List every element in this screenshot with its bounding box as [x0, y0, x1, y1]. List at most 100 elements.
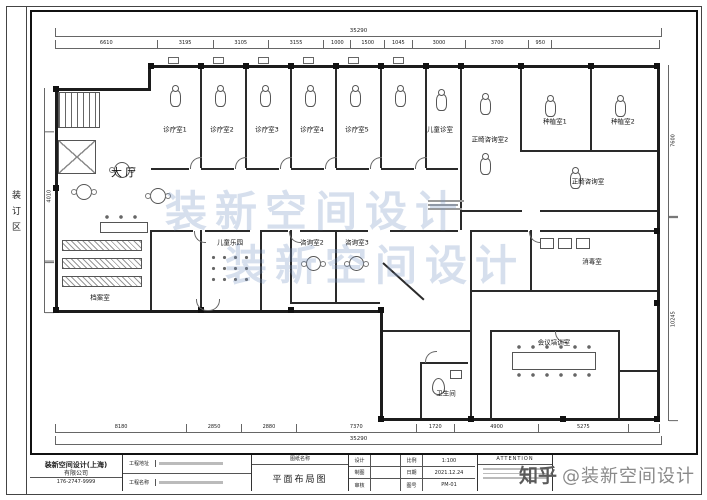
design-value	[371, 455, 401, 467]
dental-chair	[480, 153, 491, 175]
kids-play-area	[208, 252, 252, 286]
door-arc	[425, 351, 437, 363]
binding-area-label: 装订区	[10, 190, 20, 238]
left-dimension-chain: 4010	[44, 88, 54, 313]
window-tag	[348, 57, 359, 64]
drawing-name: 平面布局图	[272, 474, 328, 485]
top-dimension-chain: 6610 3195 3105 3155 1000 1500 1045 3000 …	[55, 40, 661, 49]
right-dimension-chain: 7600 10245	[668, 65, 678, 421]
annotation-note	[428, 204, 458, 206]
draft-label: 制图	[349, 467, 371, 479]
dental-chair	[436, 89, 447, 111]
bottom-total-dimension: 35290	[55, 436, 662, 445]
sterilizer-equipment	[576, 238, 590, 249]
design-label: 设计	[349, 455, 371, 467]
dim-segment	[45, 261, 54, 313]
dim-segment: 1500	[350, 40, 385, 49]
dim-segment: 2880	[240, 424, 296, 433]
binding-divider	[26, 6, 27, 495]
dim-segment: 1045	[384, 40, 412, 49]
scale-label: 比例	[401, 455, 423, 467]
attention-label: ATTENTION	[478, 455, 552, 465]
annotation-note	[428, 200, 464, 202]
door-arc	[280, 157, 292, 169]
drawing-name-cell: 图纸名称 平面布局图	[252, 455, 349, 491]
door-arc	[370, 157, 382, 169]
sterilizer-equipment	[540, 238, 554, 249]
round-table	[145, 188, 171, 204]
reception-desk	[100, 222, 148, 233]
conference-chairs	[512, 372, 594, 378]
room-label: 诊疗室2	[210, 125, 234, 134]
dental-chair	[615, 95, 626, 117]
door-arc	[415, 157, 427, 169]
dim-segment	[627, 424, 660, 433]
date-value: 2021.12.24	[423, 467, 475, 479]
top-total-dimension: 35290	[55, 28, 662, 37]
room-label: 咨询室3	[345, 238, 369, 247]
dental-chair	[545, 95, 556, 117]
dental-chair	[350, 85, 361, 107]
titleblock-spare-cell	[553, 455, 698, 491]
dim-segment: 4900	[454, 424, 539, 433]
dim-segment: 5275	[538, 424, 628, 433]
dim-segment: 8180	[55, 424, 187, 433]
check-value	[371, 479, 401, 491]
room-label: 咨询室2	[300, 238, 324, 247]
archive-shelf	[62, 276, 142, 287]
room-label: 消毒室	[582, 257, 602, 266]
dental-chair	[395, 85, 406, 107]
dim-segment: 4010	[45, 132, 54, 262]
room-label: 档案室	[90, 293, 110, 302]
annotation-note	[428, 208, 462, 210]
dim-segment: 3700	[465, 40, 529, 49]
room-label: 儿童诊室	[427, 125, 453, 134]
attention-cell: ATTENTION	[478, 455, 553, 491]
sheet-number: PM-01	[441, 482, 457, 488]
address-value-redacted	[159, 462, 224, 466]
room-label: 种植室1	[543, 117, 567, 126]
sink	[450, 370, 462, 379]
room-label: 诊疗室5	[345, 125, 369, 134]
title-block: 装新空间设计(上海) 有限公司 176-2747-9999 工程地址 工程名称 …	[30, 453, 698, 491]
revision-grid-cell: 设计 比例 1:100 制图 日期 2021.12.24 审核 图号 PM-01	[349, 455, 478, 491]
room-label: 诊疗室4	[300, 125, 324, 134]
drawing-name-label: 图纸名称	[252, 455, 348, 465]
dental-chair	[480, 93, 491, 115]
dental-chair	[215, 85, 226, 107]
conference-chairs	[512, 344, 594, 350]
door-arc	[235, 157, 247, 169]
reception-chairs	[100, 214, 146, 220]
dim-segment: 7370	[295, 424, 416, 433]
window-tag	[168, 57, 179, 64]
dim-segment: 950	[528, 40, 552, 49]
round-table	[71, 184, 97, 200]
dim-segment: 1720	[415, 424, 455, 433]
room-label: 正畸咨询室2	[471, 135, 509, 144]
toilet	[432, 378, 445, 395]
round-table	[344, 256, 369, 271]
door-arc	[325, 157, 337, 169]
window-tag	[303, 57, 314, 64]
company-name: 装新空间设计(上海)	[44, 460, 108, 469]
dim-segment: 7600	[669, 65, 678, 217]
room-label: 卫生间	[436, 389, 456, 398]
bottom-dimension-chain: 8180 2850 2880 7370 1720 4900 5275	[55, 424, 660, 433]
window-tag	[213, 57, 224, 64]
project-info-cell: 工程地址 工程名称	[123, 455, 252, 491]
dim-segment	[45, 88, 54, 133]
dental-chair	[260, 85, 271, 107]
address-label: 工程地址	[123, 460, 156, 468]
round-table	[301, 256, 326, 271]
sterilizer-equipment	[558, 238, 572, 249]
draft-value	[371, 467, 401, 479]
room-label: 种植室2	[611, 117, 635, 126]
door-arc	[190, 157, 202, 169]
dim-segment: 3155	[267, 40, 324, 49]
dim-segment: 1000	[323, 40, 351, 49]
archive-shelf	[62, 258, 142, 269]
conference-table	[512, 352, 596, 370]
stairs	[58, 92, 100, 128]
dental-chair	[570, 167, 581, 189]
company-phone: 176-2747-9999	[30, 476, 122, 486]
